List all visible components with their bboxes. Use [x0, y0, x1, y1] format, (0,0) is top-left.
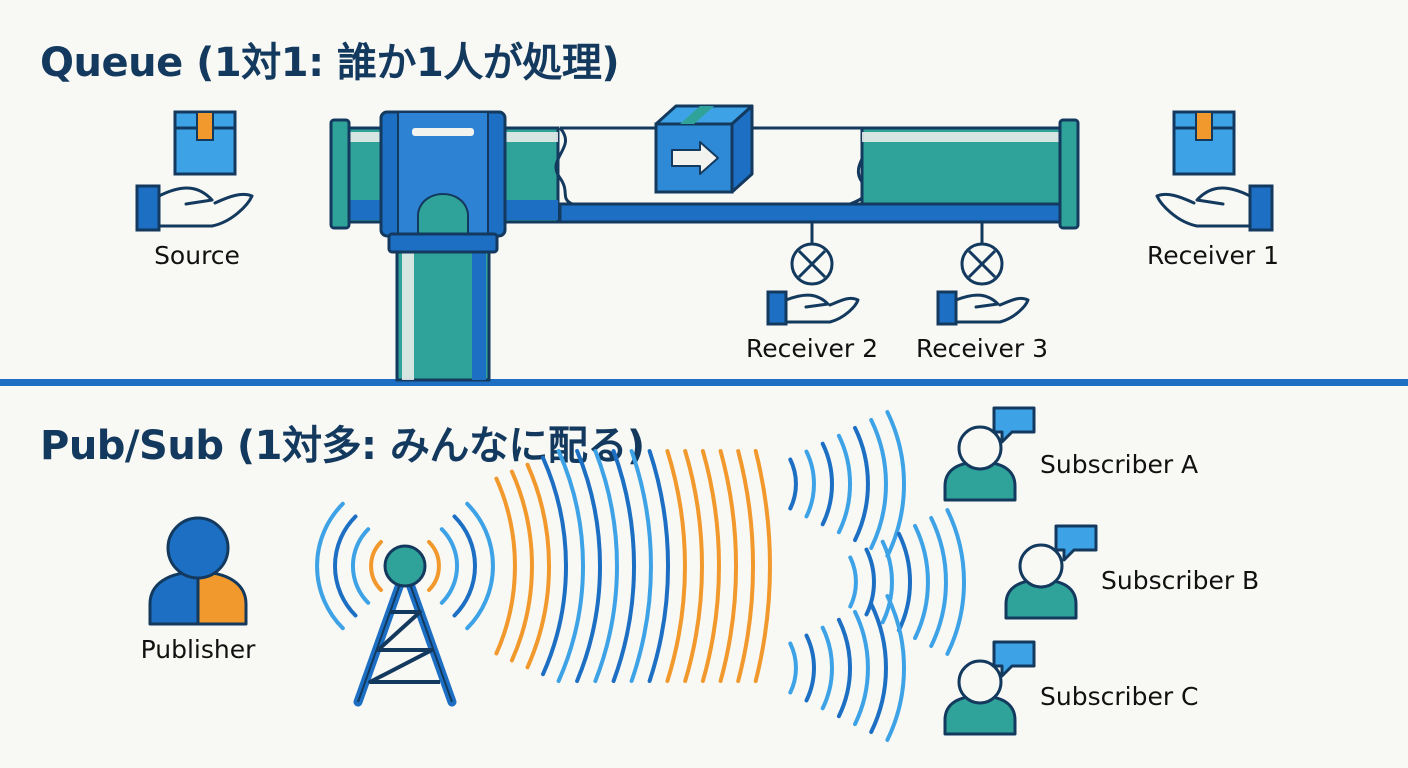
subscriber-a-label: Subscriber A [1040, 450, 1199, 479]
broadcast-wave [736, 449, 756, 683]
source-package-icon [173, 110, 237, 176]
wave-to-subscriber-b [896, 531, 913, 633]
wave-to-subscriber-b [880, 539, 894, 625]
broadcast-wave [629, 449, 653, 683]
subscriber-b-label: Subscriber B [1101, 566, 1260, 595]
wave-to-subscriber-c [836, 617, 853, 719]
broadcast-wave [575, 449, 602, 683]
wave-to-subscriber-b [848, 555, 858, 609]
broadcast-wave [665, 449, 687, 683]
wave-to-subscriber-c [885, 594, 907, 742]
subscriber-c-icon [943, 640, 1036, 736]
broadcast-wave [509, 469, 534, 663]
broadcast-tower-icon [353, 544, 457, 707]
broadcast-wave [593, 449, 619, 683]
queue-title: Queue (1対1: 誰か1人が処理) [40, 40, 620, 86]
wave-to-subscriber-a [869, 418, 888, 550]
tower-wave-left [332, 514, 358, 618]
receiver-2-hand-icon [766, 290, 860, 326]
receiver-2-blocked-icon [790, 222, 834, 286]
wave-to-subscriber-c [869, 602, 888, 734]
receiver-3-hand-icon [936, 290, 1030, 326]
receiver-3-label: Receiver 3 [915, 334, 1049, 363]
receiver-1-package-icon [1172, 110, 1236, 176]
wave-to-subscriber-a [820, 441, 834, 527]
broadcast-wave [525, 462, 552, 670]
broadcast-wave [611, 449, 637, 683]
queue-vertical-pipe [395, 244, 491, 382]
wave-to-subscriber-b [945, 508, 967, 656]
tower-wave-right [452, 514, 478, 618]
wave-to-subscriber-c [820, 625, 834, 711]
broadcast-wave [718, 449, 739, 683]
broadcast-waves [315, 410, 967, 742]
broadcast-wave [494, 476, 517, 656]
wave-to-subscriber-a [885, 410, 907, 558]
receiver-1-hand-icon [1155, 184, 1274, 232]
section-divider [0, 379, 1408, 386]
tower-wave-left [369, 540, 383, 592]
queue-junction [379, 110, 507, 254]
wave-to-subscriber-a [804, 449, 816, 519]
subscriber-b-icon [1004, 524, 1098, 620]
wave-to-subscriber-b [913, 523, 930, 641]
receiver-1-label: Receiver 1 [1146, 241, 1280, 270]
wave-to-subscriber-b [864, 547, 876, 617]
subscriber-a-icon [943, 406, 1036, 502]
wave-to-subscriber-c [788, 641, 798, 695]
broadcast-wave [541, 455, 568, 677]
publisher-person-icon [148, 516, 248, 626]
wave-to-subscriber-c [804, 633, 816, 703]
wave-to-subscriber-a [853, 425, 870, 543]
message-package-icon [654, 104, 754, 194]
subscriber-c-label: Subscriber C [1040, 682, 1199, 711]
broadcast-wave [556, 449, 585, 683]
receiver-3-blocked-icon [960, 222, 1004, 286]
broadcast-wave [753, 449, 772, 683]
wave-to-subscriber-a [836, 433, 853, 535]
tower-wave-right [427, 540, 441, 592]
broadcast-wave [647, 449, 670, 683]
receiver-2-label: Receiver 2 [745, 334, 879, 363]
wave-to-subscriber-b [929, 516, 948, 648]
broadcast-wave [700, 449, 721, 683]
wave-to-subscriber-c [853, 609, 870, 727]
source-label: Source [154, 241, 240, 270]
source-hand-icon [135, 184, 254, 232]
broadcast-wave [683, 449, 704, 683]
tower-wave-right [439, 527, 460, 605]
wave-to-subscriber-a [788, 457, 798, 511]
tower-wave-right [465, 501, 495, 631]
tower-wave-left [350, 527, 371, 605]
tower-wave-left [315, 501, 345, 631]
publisher-label: Publisher [140, 635, 256, 664]
